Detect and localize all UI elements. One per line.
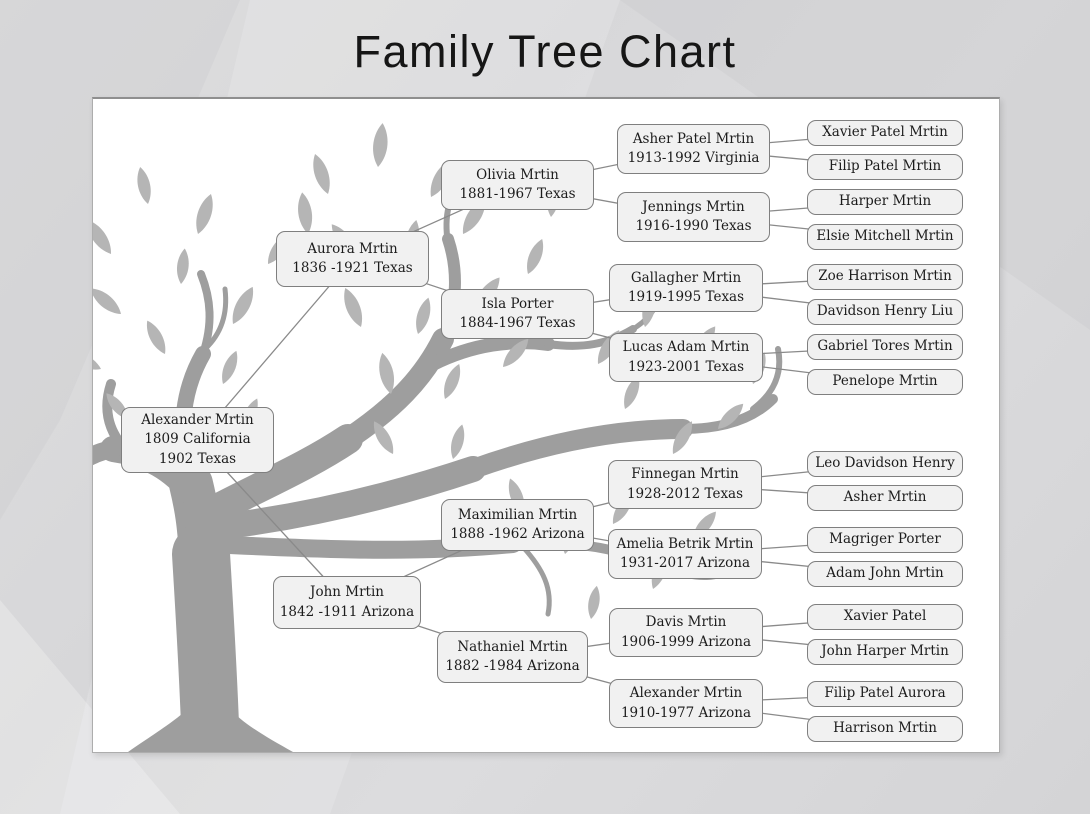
person-dates: 1884-1967 Texas — [459, 315, 576, 331]
person-dates: 1881-1967 Texas — [459, 186, 576, 202]
person-node-john-harper: John Harper Mrtin — [807, 639, 963, 665]
person-node-magriger: Magriger Porter — [807, 527, 963, 553]
page-title: Family Tree Chart — [353, 26, 737, 77]
person-node-zoe: Zoe Harrison Mrtin — [807, 264, 963, 290]
person-name: Adam John Mrtin — [826, 565, 944, 582]
person-dates: 1906-1999 Arizona — [620, 633, 752, 650]
person-name: Jennings Mrtin — [642, 198, 745, 215]
person-node-davis: Davis Mrtin 1906-1999 Arizona — [609, 608, 763, 657]
person-name: Nathaniel Mrtin — [457, 638, 568, 655]
chart-page: Alexander Mrtin 1809 California 1902 Texas… — [92, 97, 1000, 753]
person-name: Maximilian Mrtin — [457, 506, 578, 523]
person-dates: 1882 -1984 Arizona — [445, 658, 580, 674]
person-dates: 1928-2012 Texas — [626, 485, 744, 502]
person-dates: 1836 -1921 Texas — [292, 260, 413, 276]
person-name: Asher Mrtin — [843, 489, 927, 506]
person-node-harper: Harper Mrtin — [807, 189, 963, 215]
person-name: Penelope Mrtin — [832, 373, 938, 390]
person-dates: 1809 California — [144, 431, 251, 448]
person-name: Xavier Patel — [843, 608, 927, 625]
person-node-isla: Isla Porter 1884-1967 Texas — [441, 289, 594, 339]
person-name: Amelia Betrik Mrtin — [616, 535, 754, 552]
person-name: Filip Patel Aurora — [824, 685, 946, 702]
person-name: Leo Davidson Henry — [815, 455, 955, 472]
person-name: Isla Porter — [481, 295, 554, 312]
person-node-gabriel: Gabriel Tores Mrtin — [807, 334, 963, 360]
person-name: Alexander Mrtin — [141, 412, 254, 429]
person-node-xavier-patel: Xavier Patel — [807, 604, 963, 630]
person-node-leo: Leo Davidson Henry — [807, 451, 963, 477]
person-dates: 1923-2001 Texas — [627, 358, 745, 375]
person-name: Magriger Porter — [829, 531, 941, 548]
person-node-maximilian: Maximilian Mrtin 1888 -1962 Arizona — [441, 499, 594, 551]
person-name: Asher Patel Mrtin — [632, 130, 755, 147]
person-name: John Harper Mrtin — [821, 643, 949, 660]
person-node-alexander-jr: Alexander Mrtin 1910-1977 Arizona — [609, 679, 763, 728]
person-name: Davis Mrtin — [645, 614, 727, 631]
person-node-gallagher: Gallagher Mrtin 1919-1995 Texas — [609, 264, 763, 312]
person-name: Finnegan Mrtin — [631, 466, 739, 483]
person-node-filip-patel-mrtin: Filip Patel Mrtin — [807, 154, 963, 180]
person-node-elsie: Elsie Mitchell Mrtin — [807, 224, 963, 250]
person-name: John Mrtin — [310, 584, 384, 601]
person-node-amelia: Amelia Betrik Mrtin 1931-2017 Arizona — [608, 529, 762, 579]
person-node-adam-john: Adam John Mrtin — [807, 561, 963, 587]
person-dates: 1910-1977 Arizona — [620, 704, 752, 721]
person-name: Davidson Henry Liu — [816, 303, 954, 320]
person-node-davidson-liu: Davidson Henry Liu — [807, 299, 963, 325]
person-dates: 1931-2017 Arizona — [619, 555, 751, 571]
person-node-aurora: Aurora Mrtin 1836 -1921 Texas — [276, 231, 429, 287]
person-node-penelope: Penelope Mrtin — [807, 369, 963, 395]
person-node-asher-2: Asher Mrtin — [807, 485, 963, 511]
person-name: Alexander Mrtin — [629, 685, 743, 702]
person-node-alexander-sr: Alexander Mrtin 1809 California 1902 Texas — [121, 407, 274, 473]
person-name: Filip Patel Mrtin — [828, 158, 942, 175]
person-node-olivia: Olivia Mrtin 1881-1967 Texas — [441, 160, 594, 210]
person-name: Harper Mrtin — [838, 193, 932, 210]
person-dates: 1919-1995 Texas — [627, 289, 745, 305]
person-name: Zoe Harrison Mrtin — [818, 268, 952, 285]
person-name: Lucas Adam Mrtin — [622, 339, 750, 356]
person-dates: 1902 Texas — [158, 450, 237, 467]
person-name: Gabriel Tores Mrtin — [817, 338, 953, 355]
person-name: Olivia Mrtin — [476, 166, 559, 183]
person-name: Harrison Mrtin — [833, 720, 937, 737]
person-name: Xavier Patel Mrtin — [822, 124, 948, 141]
person-name: Aurora Mrtin — [307, 240, 398, 257]
person-dates: 1916-1990 Texas — [635, 218, 752, 234]
person-name: Gallagher Mrtin — [630, 269, 742, 286]
person-node-harrison: Harrison Mrtin — [807, 716, 963, 742]
person-dates: 1842 -1911 Arizona — [279, 603, 415, 620]
person-node-john: John Mrtin 1842 -1911 Arizona — [273, 576, 421, 629]
person-dates: 1888 -1962 Arizona — [450, 526, 585, 542]
person-node-asher-patel: Asher Patel Mrtin 1913-1992 Virginia — [617, 124, 770, 174]
person-dates: 1913-1992 Virginia — [627, 150, 760, 166]
person-node-nathaniel: Nathaniel Mrtin 1882 -1984 Arizona — [437, 631, 588, 683]
person-node-filip-aurora: Filip Patel Aurora — [807, 681, 963, 707]
person-node-jennings: Jennings Mrtin 1916-1990 Texas — [617, 192, 770, 242]
person-node-xavier-patel-mrtin: Xavier Patel Mrtin — [807, 120, 963, 146]
person-name: Elsie Mitchell Mrtin — [816, 228, 954, 245]
person-node-finnegan: Finnegan Mrtin 1928-2012 Texas — [608, 460, 762, 509]
person-node-lucas: Lucas Adam Mrtin 1923-2001 Texas — [609, 333, 763, 382]
